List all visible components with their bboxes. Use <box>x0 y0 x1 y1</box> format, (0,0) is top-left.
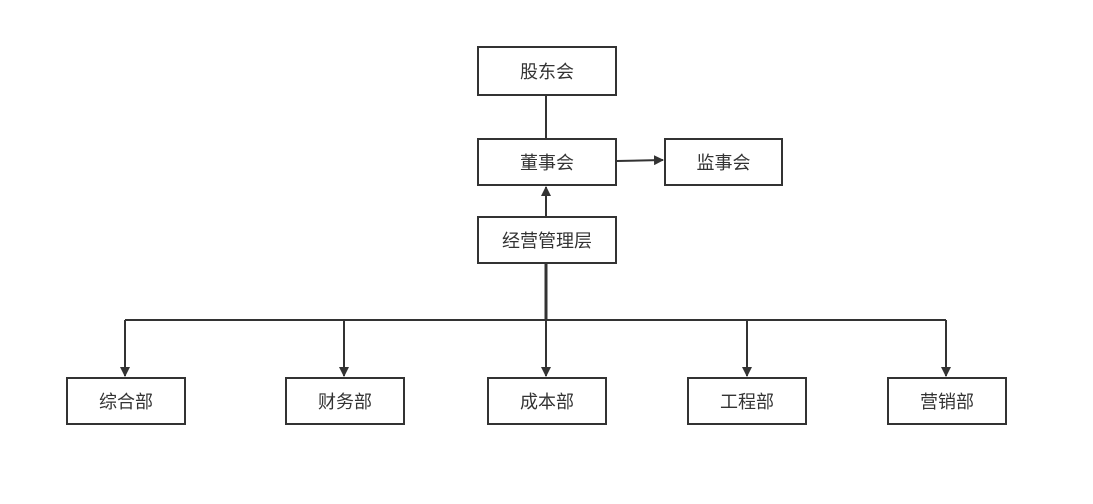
arrow-board-supervisors <box>616 155 664 166</box>
node-dept-engineering: 工程部 <box>687 377 807 425</box>
node-shareholders-label: 股东会 <box>520 62 574 83</box>
node-board: 董事会 <box>477 138 617 186</box>
node-dept-general: 综合部 <box>66 377 186 425</box>
node-dept-engineering-label: 工程部 <box>720 392 774 413</box>
node-management-label: 经营管理层 <box>502 231 592 252</box>
node-dept-cost-label: 成本部 <box>520 392 574 413</box>
node-shareholders: 股东会 <box>477 46 617 96</box>
node-board-label: 董事会 <box>520 153 574 174</box>
node-supervisors: 监事会 <box>664 138 783 186</box>
node-management: 经营管理层 <box>477 216 617 264</box>
node-dept-marketing-label: 营销部 <box>920 392 974 413</box>
node-dept-general-label: 综合部 <box>99 392 153 413</box>
node-dept-finance: 财务部 <box>285 377 405 425</box>
node-dept-cost: 成本部 <box>487 377 607 425</box>
node-dept-finance-label: 财务部 <box>318 392 372 413</box>
node-supervisors-label: 监事会 <box>696 153 751 174</box>
node-dept-marketing: 营销部 <box>887 377 1007 425</box>
